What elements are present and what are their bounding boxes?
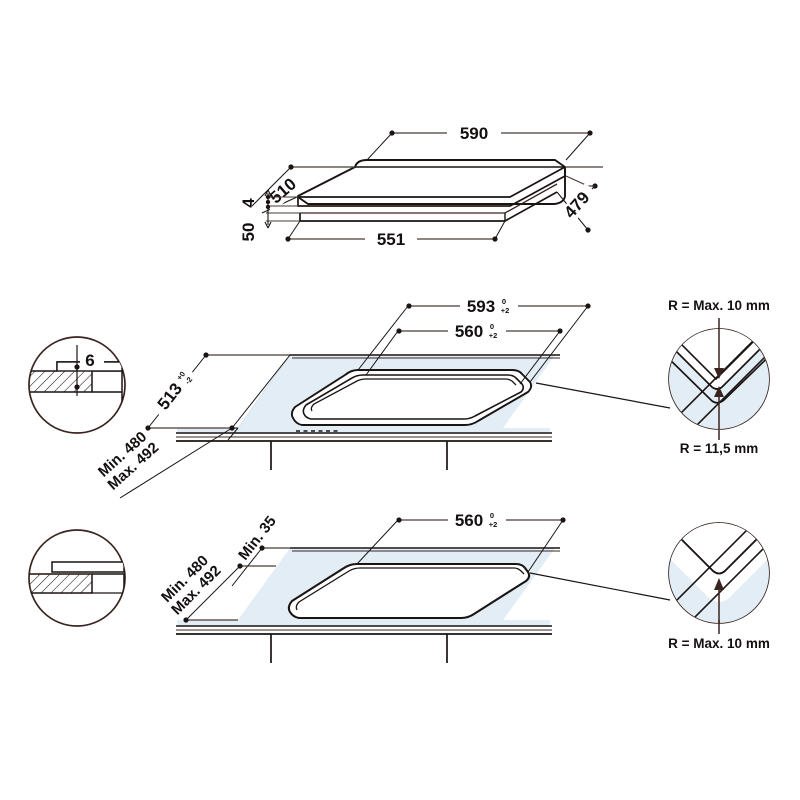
dimension-590: 590 — [366, 124, 593, 161]
dimension-560-flush-tol-lower: +2 — [489, 331, 498, 340]
detail-circle-corner-standard: R = Max. 10 mm — [668, 522, 770, 651]
dimension-560-standard-label: 560 — [455, 511, 483, 530]
dimension-4-label: 4 — [239, 198, 258, 208]
detail-corner-flush-appliance-edge — [669, 335, 769, 404]
dimension-560-standard: 560 0 +2 — [356, 510, 566, 573]
detail-corner-standard-note: R = Max. 10 mm — [668, 636, 770, 651]
dimension-min-35-label: Min. 35 — [235, 513, 280, 564]
hob-base-pan — [299, 191, 558, 222]
dimension-593: 593 0 +2 — [357, 296, 591, 383]
dimension-593-tol-upper: 0 — [502, 297, 506, 306]
dimension-560-standard-tol-lower: +2 — [489, 520, 498, 529]
dimension-height-stack: 4 50 — [239, 189, 300, 242]
cutout-opening-standard — [287, 562, 531, 620]
detail-surface-worktop-section — [29, 573, 93, 594]
cutout-inner-offset-flush — [310, 378, 517, 412]
standard-install-view: 560 0 +2 Min. 35 Min. — [158, 510, 671, 663]
dimension-50-label: 50 — [239, 223, 258, 242]
dimension-479: 479 — [555, 166, 603, 233]
hob-glass-top — [297, 159, 566, 205]
detail-corner-flush-note-top: R = Max. 10 mm — [668, 298, 770, 313]
detail-rebate-6-label: 6 — [85, 351, 94, 370]
hob-front-fold — [298, 166, 566, 198]
dimension-593-tol-lower: +2 — [501, 306, 510, 315]
detail-corner-flush-note-bottom: R = 11,5 mm — [680, 441, 758, 456]
cutout-inner-opening-flush — [302, 374, 525, 420]
dimension-590-label: 590 — [460, 124, 488, 143]
dimension-551-label: 551 — [377, 230, 405, 249]
dimension-593-label: 593 — [467, 297, 495, 316]
dimension-551: 551 — [285, 220, 506, 249]
cutout-offset-standard — [295, 567, 525, 611]
detail-surface-glass — [51, 561, 125, 573]
dimension-560-flush: 560 0 +2 — [365, 321, 563, 385]
dimension-560-standard-tol-upper: 0 — [490, 511, 494, 520]
detail-corner-standard-diagonal — [669, 523, 769, 623]
dimension-560-flush-tol-upper: 0 — [490, 322, 494, 331]
flush-install-view: 593 0 +2 560 0 +2 — [95, 296, 671, 499]
dimension-560-flush-label: 560 — [455, 322, 483, 341]
leader-line-standard-detail — [529, 572, 671, 601]
detail-circle-surface-mount — [28, 529, 126, 627]
appliance-overview-view: 590 510 — [239, 124, 603, 249]
dimension-513-tol-lower: -2 — [183, 375, 194, 386]
detail-corner-flush-diagonal — [669, 329, 769, 429]
leader-line-flush-detail — [535, 382, 671, 409]
detail-circle-corner-flush: R = Max. 10 mm R = 11,5 mm — [668, 298, 770, 456]
detail-circle-rebate: 6 — [28, 336, 126, 434]
